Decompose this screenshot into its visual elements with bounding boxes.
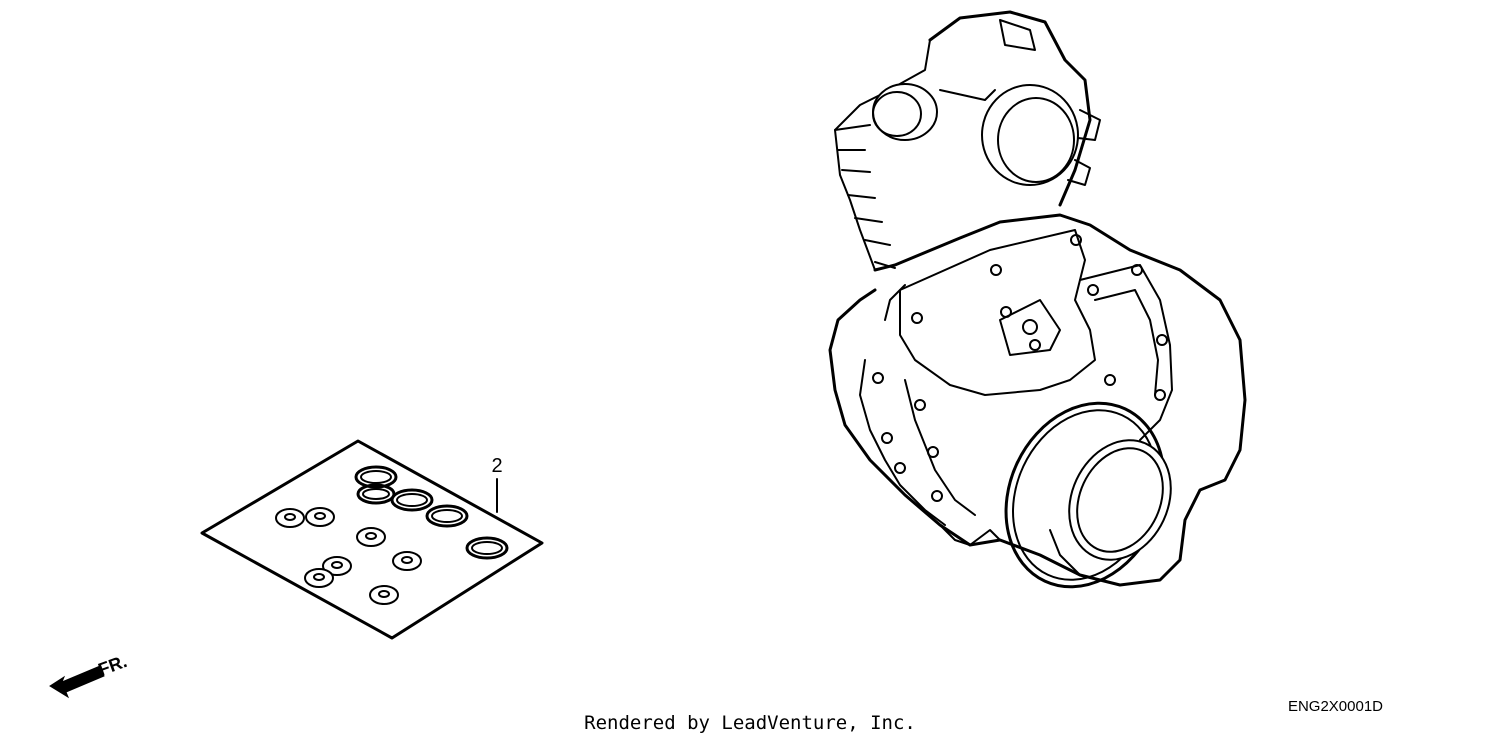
front-direction-indicator: FR. xyxy=(49,651,130,699)
callout-number: 2 xyxy=(491,455,502,477)
render-credit: Rendered by LeadVenture, Inc. xyxy=(584,712,916,734)
drawing-code: ENG2X0001D xyxy=(1288,698,1383,715)
front-direction-label: FR. xyxy=(96,651,130,680)
engine-illustration xyxy=(828,10,1247,589)
arrow-left-icon xyxy=(49,665,105,699)
gasket-kit-illustration xyxy=(200,439,544,640)
